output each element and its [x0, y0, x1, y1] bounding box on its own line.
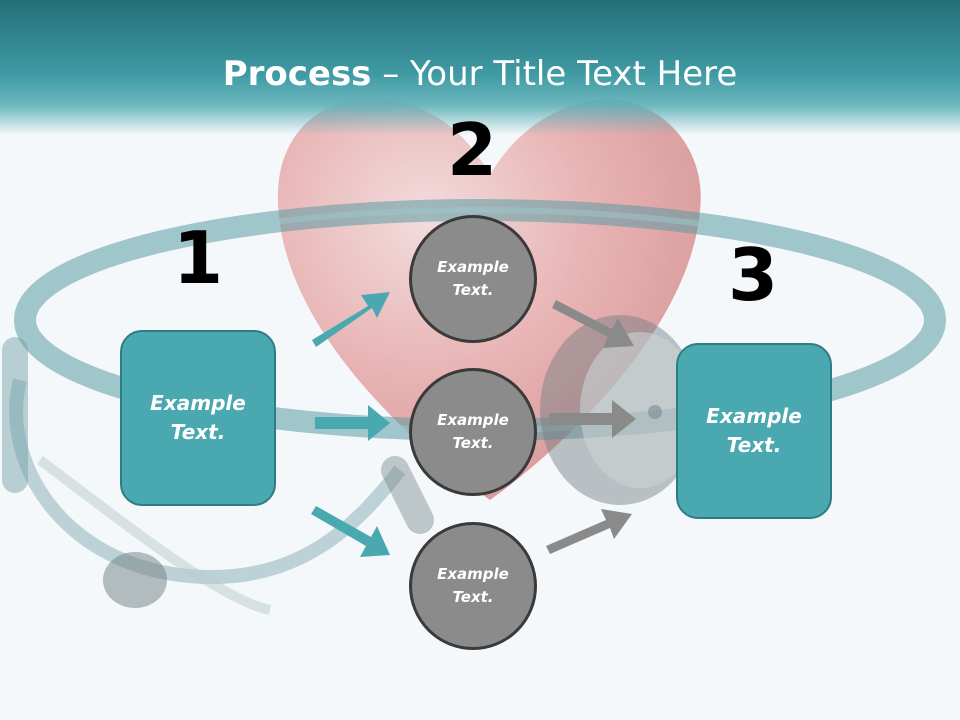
circle-2-text: Example Text.: [437, 411, 509, 452]
step-3-number: 3: [727, 233, 779, 317]
circle-3-text: Example Text.: [437, 565, 509, 606]
circle-3: Example Text.: [409, 522, 537, 650]
teal-arrow-up: [312, 292, 390, 347]
gray-arrow-right: [549, 400, 636, 438]
slide-title: Process – Your Title Text Here: [0, 52, 960, 96]
step-2-number: 2: [446, 108, 498, 192]
circle-1: Example Text.: [409, 215, 537, 343]
teal-arrow-right: [315, 405, 390, 441]
teal-arrow-down: [311, 506, 390, 557]
step-1-text: Example Text.: [150, 391, 246, 444]
step-1-number: 1: [172, 216, 224, 300]
step-3-text: Example Text.: [706, 404, 802, 457]
circle-2: Example Text.: [409, 368, 537, 496]
circle-1-text: Example Text.: [437, 258, 509, 299]
step-1-box: Example Text.: [120, 330, 276, 506]
title-bold: Process: [222, 54, 372, 94]
title-bar: [0, 0, 960, 135]
gray-arrow-up-right: [546, 509, 632, 554]
gray-arrow-down-right: [552, 300, 634, 348]
step-3-box: Example Text.: [676, 343, 832, 519]
title-rest: – Your Title Text Here: [371, 54, 738, 94]
